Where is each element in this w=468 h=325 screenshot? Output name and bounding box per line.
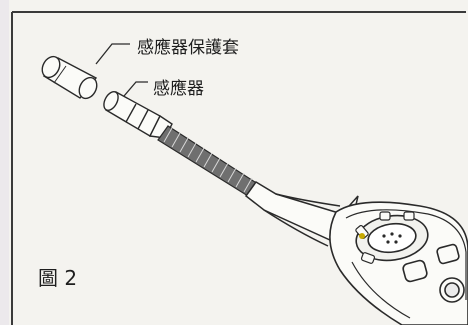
figure-border bbox=[11, 11, 466, 325]
sensor-cover-shape bbox=[41, 55, 98, 100]
sensor-cover-label: 感應器保護套 bbox=[137, 38, 239, 58]
instrument-body bbox=[329, 201, 468, 325]
leader-lines bbox=[95, 43, 148, 97]
figure-caption: 圖 2 bbox=[38, 266, 78, 290]
sensor-label: 感應器 bbox=[153, 79, 204, 99]
